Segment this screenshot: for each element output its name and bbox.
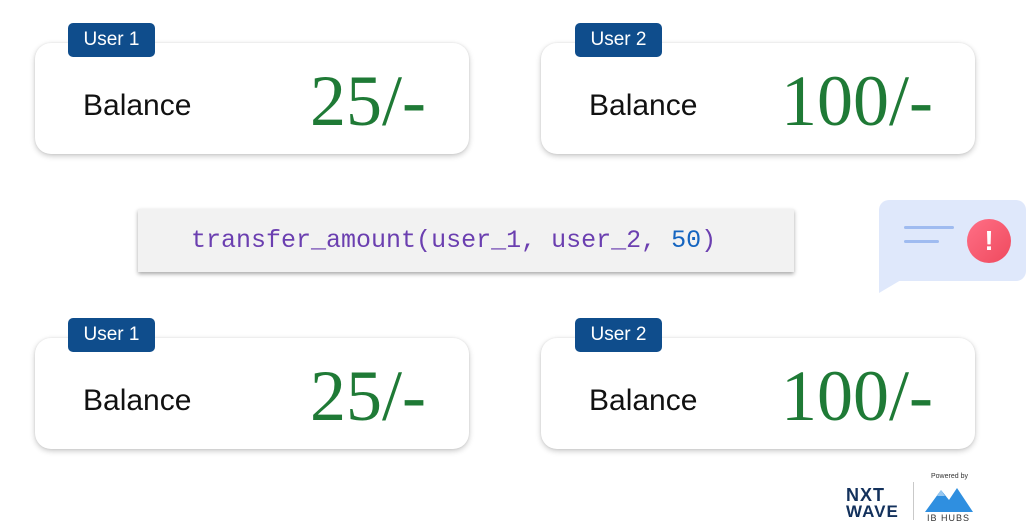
nxtwave-logo-nxt: NXT [846, 485, 885, 505]
balance-amount: 100/- [781, 356, 933, 436]
user-1-balance-card-bottom: Balance 25/- [35, 338, 469, 449]
arg-user-1: user_1 [431, 226, 522, 255]
logo-divider [913, 482, 914, 520]
user-1-badge: User 1 [68, 318, 155, 352]
powered-by-text: Powered by [931, 473, 968, 480]
ib-hubs-text: IB HUBS [927, 513, 971, 523]
function-name: transfer_amount [191, 226, 417, 255]
open-paren: ( [416, 226, 432, 255]
balance-label: Balance [589, 384, 698, 417]
balance-amount: 25/- [310, 356, 426, 436]
balance-amount: 100/- [781, 61, 933, 141]
user-2-balance-card-bottom: Balance 100/- [541, 338, 975, 449]
chat-tail [879, 280, 901, 293]
balance-label: Balance [83, 89, 192, 122]
user-2-balance-card-top: Balance 100/- [541, 43, 975, 154]
code-block: transfer_amount(user_1, user_2, 50) [138, 209, 794, 272]
arg-amount: 50 [671, 226, 702, 255]
balance-amount: 25/- [310, 61, 426, 141]
user-2-badge: User 2 [575, 318, 662, 352]
balance-label: Balance [83, 384, 192, 417]
comma: , [521, 226, 552, 255]
balance-label: Balance [589, 89, 698, 122]
nxtwave-logo-wave: WAVE [846, 502, 899, 521]
chat-line [904, 240, 939, 243]
code-line: transfer_amount(user_1, user_2, 50) [191, 225, 716, 257]
alert-icon: ! [967, 219, 1011, 263]
comma: , [641, 226, 672, 255]
close-paren: ) [701, 226, 717, 255]
user-1-balance-card-top: Balance 25/- [35, 43, 469, 154]
ib-hubs-mountain-icon [925, 488, 973, 512]
arg-user-2: user_2 [551, 226, 642, 255]
chat-line [904, 226, 954, 229]
user-2-badge: User 2 [575, 23, 662, 57]
user-1-badge: User 1 [68, 23, 155, 57]
